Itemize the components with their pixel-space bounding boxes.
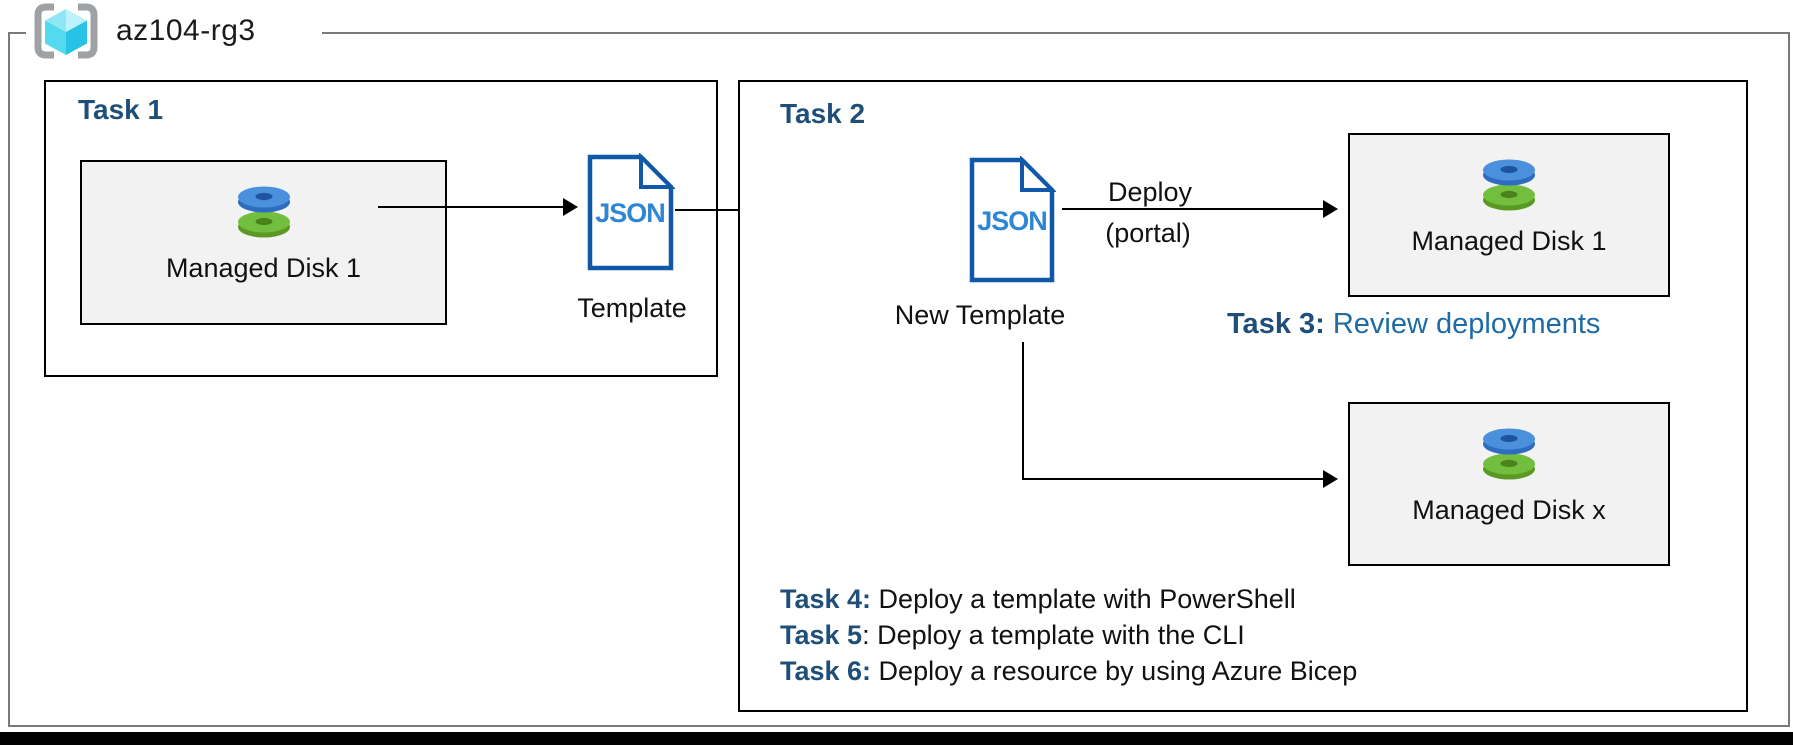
arrow-disk-to-template bbox=[378, 206, 564, 208]
task1-title: Task 1 bbox=[78, 94, 164, 125]
task4-text: Deploy a template with PowerShell bbox=[871, 584, 1296, 614]
task5-line: Task 5: Deploy a template with the CLI bbox=[780, 617, 1357, 653]
managed-disk-icon bbox=[1483, 159, 1535, 211]
managed-disk-x-label: Managed Disk x bbox=[1412, 495, 1606, 525]
resource-group-name: az104-rg3 bbox=[116, 14, 256, 47]
task4-line: Task 4: Deploy a template with PowerShel… bbox=[780, 581, 1357, 617]
managed-disk-1-box: Managed Disk 1 bbox=[80, 160, 447, 325]
task4-label: Task 4: bbox=[780, 584, 872, 614]
managed-disk-x-box: Managed Disk x bbox=[1348, 402, 1670, 566]
task3-text: Review deployments bbox=[1324, 308, 1601, 340]
managed-disk-1-deployed-box: Managed Disk 1 bbox=[1348, 133, 1670, 297]
task-list: Task 4: Deploy a template with PowerShel… bbox=[780, 581, 1357, 689]
arrow-deploy-portal bbox=[1062, 208, 1324, 210]
new-template-label: New Template bbox=[894, 300, 1066, 330]
deploy-label: Deploy bbox=[1107, 177, 1193, 207]
json-file-type-text: JSON bbox=[977, 206, 1047, 236]
task2-title: Task 2 bbox=[780, 98, 866, 129]
task6-text: Deploy a resource by using Azure Bicep bbox=[871, 656, 1358, 686]
json-file-icon-new: JSON bbox=[969, 156, 1056, 283]
bottom-bar bbox=[0, 732, 1793, 745]
task6-line: Task 6: Deploy a resource by using Azure… bbox=[780, 653, 1357, 689]
template-label: Template bbox=[577, 293, 687, 323]
task5-label: Task 5 bbox=[780, 620, 863, 650]
managed-disk-icon bbox=[1483, 428, 1535, 480]
managed-disk-1-label: Managed Disk 1 bbox=[165, 253, 362, 283]
task5-text: : Deploy a template with the CLI bbox=[862, 620, 1245, 650]
elbow-arrow-vertical bbox=[1022, 342, 1024, 480]
resource-group-header: az104-rg3 bbox=[26, 0, 322, 62]
deploy-portal-label: (portal) bbox=[1105, 218, 1191, 248]
elbow-arrow-horizontal bbox=[1022, 478, 1324, 480]
task6-label: Task 6: bbox=[780, 656, 872, 686]
managed-disk-1-deployed-label: Managed Disk 1 bbox=[1411, 226, 1607, 256]
task3-label: Task 3: bbox=[1227, 308, 1325, 340]
task3-caption: Task 3: Review deployments bbox=[1227, 308, 1600, 341]
json-file-icon: JSON bbox=[587, 153, 675, 271]
json-file-type-text: JSON bbox=[595, 198, 665, 228]
azure-resource-group-icon bbox=[34, 3, 98, 59]
managed-disk-icon bbox=[237, 186, 290, 238]
resource-group-border bbox=[8, 32, 1790, 727]
